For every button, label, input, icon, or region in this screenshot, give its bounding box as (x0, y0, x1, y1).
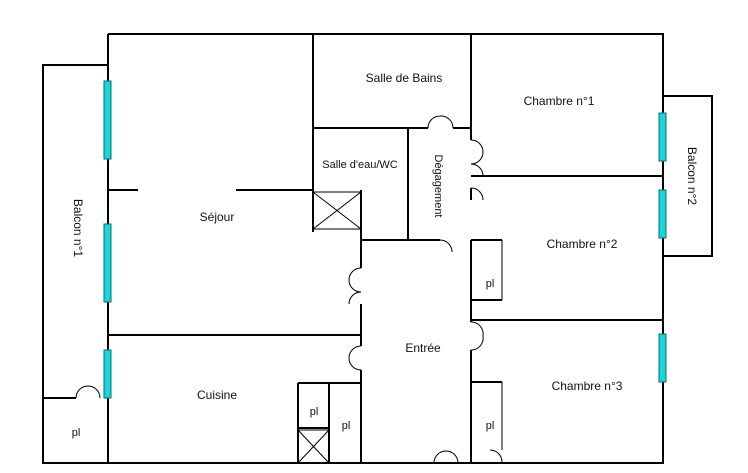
label-degagement: Dégagement (432, 155, 444, 218)
window-sejour-1 (103, 80, 112, 160)
label-entree: Entrée (405, 341, 441, 355)
label-placard-balcon: pl (72, 427, 81, 439)
label-placard-cuisine-1: pl (310, 406, 319, 418)
label-salle-de-bains: Salle de Bains (366, 71, 443, 85)
doors (75, 115, 503, 464)
window-sejour-2 (103, 223, 112, 303)
label-placard-chambre-3: pl (486, 420, 495, 432)
window-chambre-2 (658, 189, 667, 239)
window-cuisine (103, 349, 112, 399)
label-balcon-1: Balcon n°1 (71, 199, 85, 257)
label-chambre-3: Chambre n°3 (552, 379, 623, 393)
duct-cuisine (297, 429, 330, 464)
label-chambre-1: Chambre n°1 (524, 94, 595, 108)
windows (103, 80, 667, 399)
window-chambre-3 (658, 333, 667, 383)
label-balcon-2: Balcon n°2 (685, 147, 699, 205)
room-labels: Salle de Bains Chambre n°1 Balcon n°2 Sa… (71, 71, 699, 439)
window-chambre-1 (658, 112, 667, 162)
label-chambre-2: Chambre n°2 (547, 237, 618, 251)
duct-salle-deau (312, 191, 362, 230)
label-sejour: Séjour (200, 210, 235, 224)
label-placard-chambre-2: pl (486, 278, 495, 290)
label-cuisine: Cuisine (197, 388, 237, 402)
label-placard-cuisine-2: pl (342, 420, 351, 432)
label-salle-deau: Salle d'eau/WC (322, 159, 398, 171)
